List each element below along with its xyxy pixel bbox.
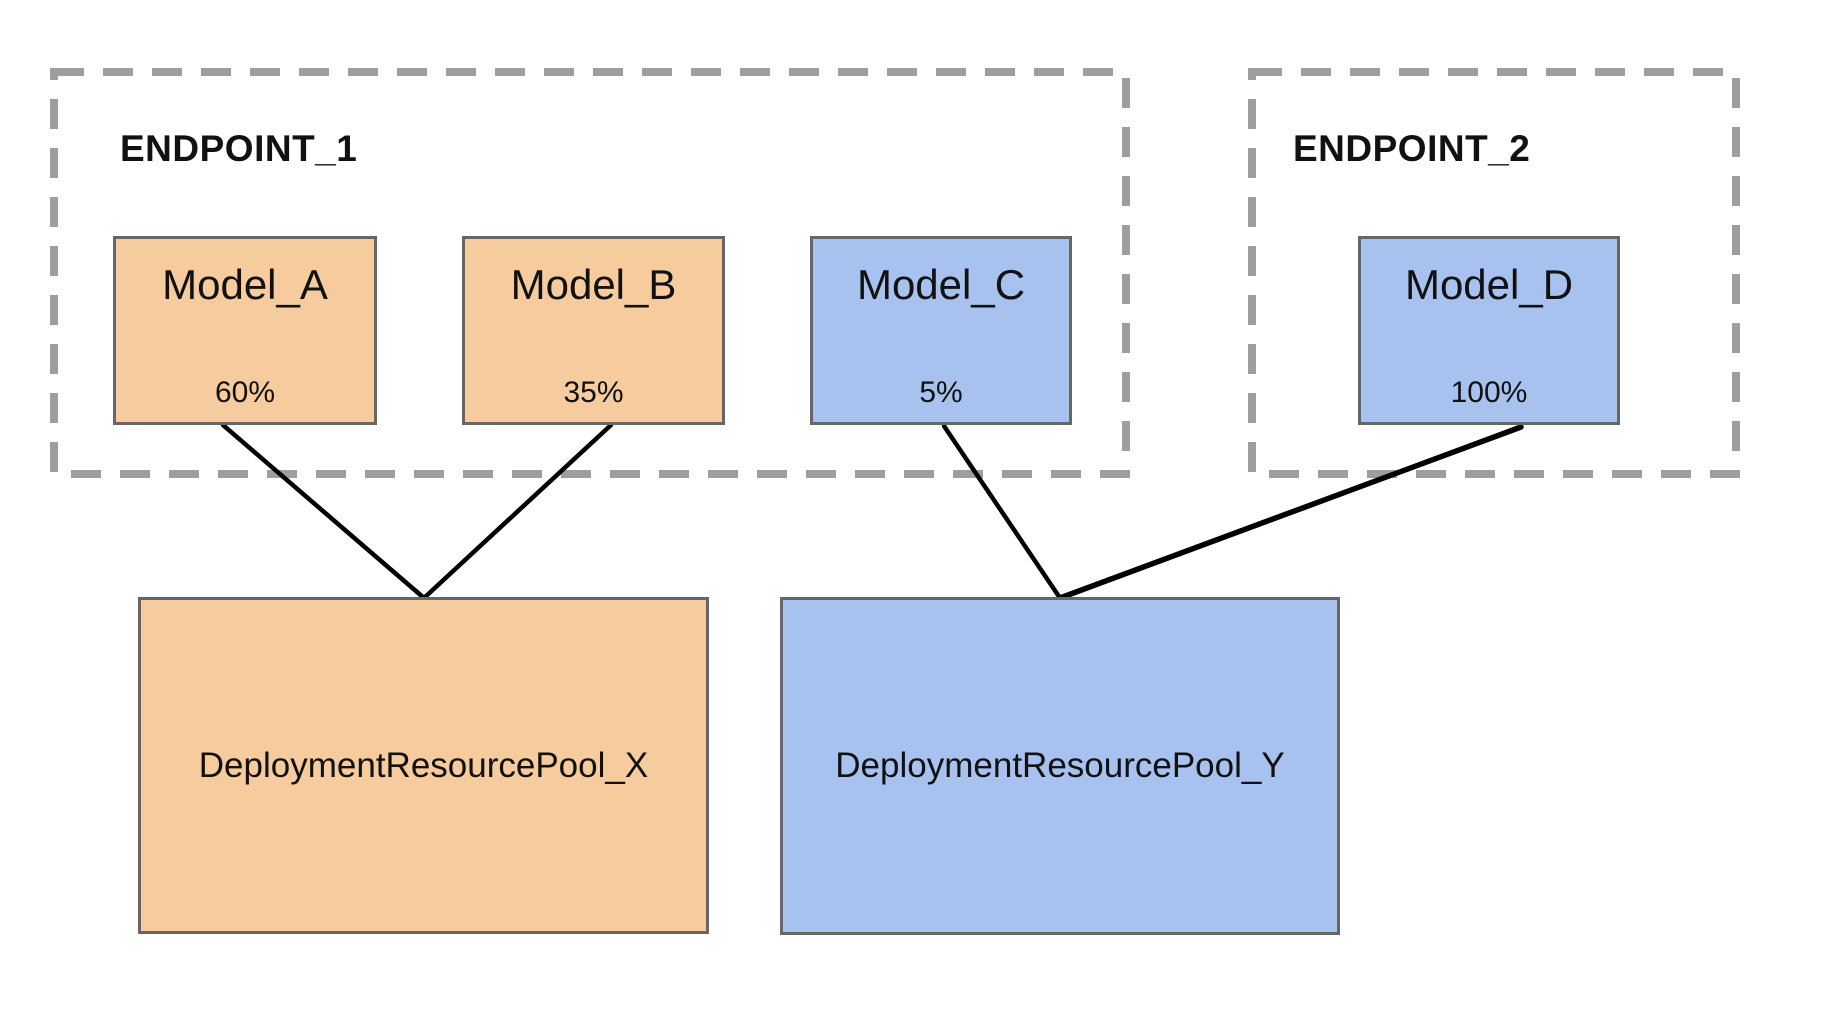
deployment-resource-pool-y-node: DeploymentResourcePool_Y xyxy=(780,597,1340,935)
model-d-node: Model_D 100% xyxy=(1358,236,1620,425)
edge-model-d-to-pool-y xyxy=(1057,424,1524,601)
model-c-name: Model_C xyxy=(856,261,1026,308)
model-b-traffic-split: 35% xyxy=(563,376,624,409)
edge-model-a-to-pool-x xyxy=(220,422,427,601)
endpoint-1-label: ENDPOINT_1 xyxy=(120,128,358,169)
model-b-name: Model_B xyxy=(510,261,677,308)
endpoint-1-dashed-border xyxy=(50,68,1130,478)
deployment-resource-pool-x-name: DeploymentResourcePool_X xyxy=(198,745,649,785)
endpoint-2-dashed-border xyxy=(1248,68,1740,478)
endpoint-2-label: ENDPOINT_2 xyxy=(1293,128,1531,169)
model-c-traffic-split: 5% xyxy=(919,376,963,409)
model-b-node: Model_B 35% xyxy=(462,236,725,425)
model-a-name: Model_A xyxy=(162,261,328,308)
model-d-name: Model_D xyxy=(1404,261,1574,308)
model-a-traffic-split: 60% xyxy=(214,376,276,409)
model-d-traffic-split: 100% xyxy=(1450,376,1528,409)
edge-model-c-to-pool-y xyxy=(941,423,1063,601)
model-c-node: Model_C 5% xyxy=(810,236,1072,425)
deployment-resource-pool-y-name: DeploymentResourcePool_Y xyxy=(835,746,1285,785)
deployment-resource-pool-x-node: DeploymentResourcePool_X xyxy=(138,597,709,934)
model-a-node: Model_A 60% xyxy=(113,236,377,425)
edge-model-b-to-pool-x xyxy=(421,422,614,601)
